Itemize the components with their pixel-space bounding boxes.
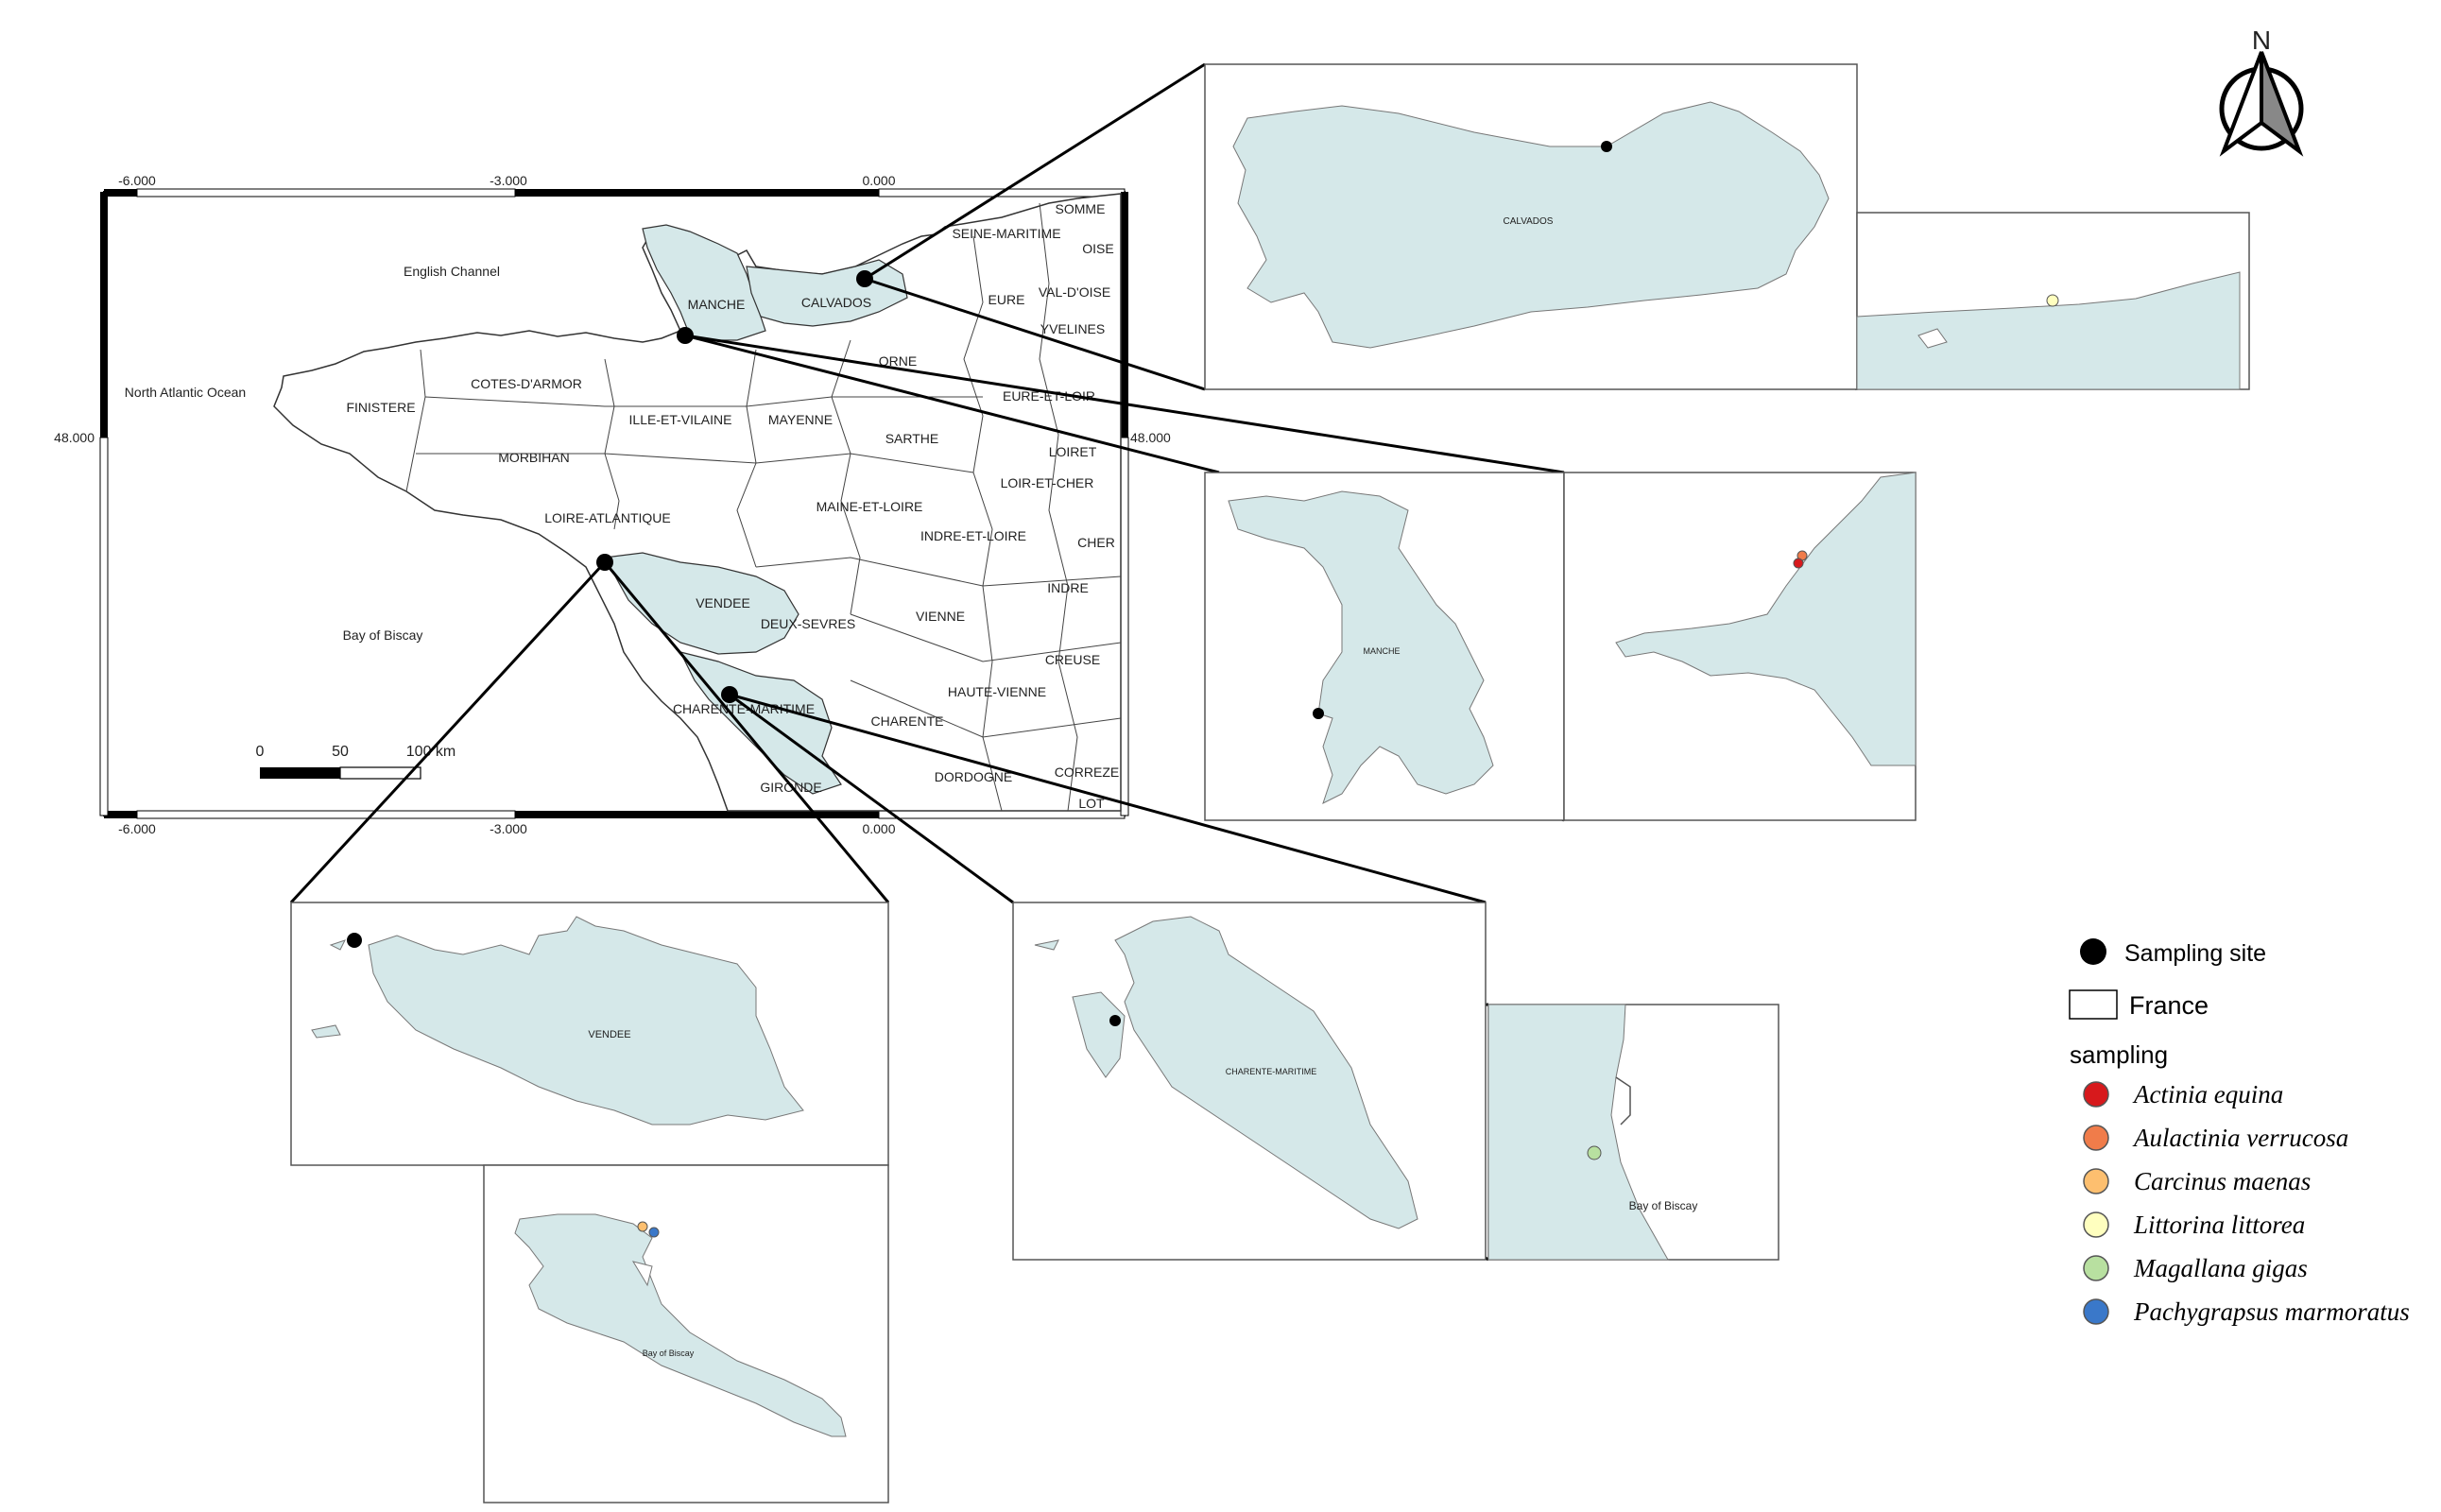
zoom-vendee-label: Bay of Biscay [643,1349,695,1358]
svg-text:DEUX-SEVRES: DEUX-SEVRES [761,616,855,631]
lon-label-bottom: -6.000 [118,821,156,836]
lat-label-left: 48.000 [54,430,95,445]
inset-calvados-site [1601,141,1612,152]
zoom-manche [1563,472,1917,821]
svg-text:CHARENTE-MARITIME: CHARENTE-MARITIME [673,701,815,716]
svg-text:ORNE: ORNE [879,353,917,369]
svg-text:CALVADOS: CALVADOS [801,295,871,310]
department-borders [405,202,1122,812]
zoom-charente: Bay of Biscay [1487,1004,1779,1261]
water-label-bay-of-biscay: Bay of Biscay [343,627,423,643]
water-label-english-channel: English Channel [404,264,500,279]
svg-text:DORDOGNE: DORDOGNE [935,769,1012,784]
zoom-calvados [1856,212,2250,390]
svg-text:MAINE-ET-LOIRE: MAINE-ET-LOIRE [817,499,923,514]
svg-text:MANCHE: MANCHE [688,297,746,312]
legend-species-symbol [2083,1081,2109,1108]
lon-label-bottom: -3.000 [490,821,527,836]
svg-text:EURE: EURE [988,292,1025,307]
water-label-atlantic: North Atlantic Ocean [125,385,246,400]
legend-species-symbol [2083,1211,2109,1238]
inset-vendee-site [347,933,362,948]
svg-text:HAUTE-VIENNE: HAUTE-VIENNE [948,684,1046,699]
legend-country-symbol [2069,989,2118,1020]
inset-charente-label: CHARENTE-MARITIME [1226,1067,1317,1076]
legend-species-label: Magallana gigas [2133,1254,2308,1282]
inset-charente: CHARENTE-MARITIME [1012,902,1487,1261]
svg-text:FINISTERE: FINISTERE [346,400,415,415]
manche-highlight [642,224,766,341]
department-labels: SOMME SEINE-MARITIME OISE MANCHE CALVADO… [346,201,1119,811]
legend-species-symbol [2083,1298,2109,1325]
zoom-calvados-sample [2046,294,2059,307]
svg-text:SOMME: SOMME [1056,201,1106,216]
zoom-vendee: Bay of Biscay [483,1164,889,1503]
legend-species-symbol [2083,1168,2109,1194]
north-arrow-icon: N [2219,26,2304,157]
svg-text:INDRE: INDRE [1047,580,1089,595]
legend-title: sampling [2070,1040,2168,1069]
lon-label-top: 0.000 [862,173,895,188]
legend-species-symbol [2083,1125,2109,1151]
svg-text:CHER: CHER [1077,535,1115,550]
svg-text:MAYENNE: MAYENNE [768,412,833,427]
north-arrow-label: N [2252,26,2271,55]
svg-text:SEINE-MARITIME: SEINE-MARITIME [952,226,1060,241]
legend-species-label: Actinia equina [2132,1080,2283,1108]
zoom-vendee-sample-2 [648,1227,660,1238]
main-map: -6.000 -3.000 0.000 -6.000 -3.000 0.000 … [54,173,1171,836]
svg-text:INDRE-ET-LOIRE: INDRE-ET-LOIRE [920,528,1026,543]
charente-maritime-highlight [679,651,842,795]
legend-site-label: Sampling site [2124,940,2266,967]
inset-calvados-label: CALVADOS [1504,216,1554,227]
svg-text:VIENNE: VIENNE [916,609,965,624]
zoom-vendee-sample-1 [637,1221,648,1232]
lon-label-bottom: 0.000 [862,821,895,836]
svg-text:MORBIHAN: MORBIHAN [498,450,569,465]
inset-calvados: CALVADOS [1204,63,1858,390]
svg-text:EURE-ET-LOIR: EURE-ET-LOIR [1003,388,1095,404]
svg-text:CORREZE: CORREZE [1055,765,1119,780]
inset-vendee-label: VENDEE [588,1029,630,1040]
svg-text:LOIRE-ATLANTIQUE: LOIRE-ATLANTIQUE [544,510,671,525]
svg-text:VAL-D'OISE: VAL-D'OISE [1039,284,1110,300]
svg-text:LOIR-ET-CHER: LOIR-ET-CHER [1001,475,1094,490]
scale-bar: 0 50 100 km [256,744,456,780]
svg-text:CHARENTE: CHARENTE [870,713,943,729]
legend-species-symbol [2083,1255,2109,1281]
scale-tick-50: 50 [332,744,349,760]
svg-text:CREUSE: CREUSE [1045,652,1100,667]
legend-species-label: Pachygrapsus marmoratus [2133,1297,2410,1326]
svg-text:ILLE-ET-VILAINE: ILLE-ET-VILAINE [629,412,732,427]
zoom-charente-label: Bay of Biscay [1629,1199,1698,1212]
zoom-charente-sample [1587,1145,1602,1160]
lon-label-top: -6.000 [118,173,156,188]
inset-manche: MANCHE [1204,472,1565,821]
svg-text:COTES-D'ARMOR: COTES-D'ARMOR [471,376,582,391]
france-land [273,193,1122,812]
svg-text:YVELINES: YVELINES [1040,321,1105,336]
legend-country-label: France [2129,991,2209,1020]
scale-tick-0: 0 [256,744,265,760]
legend-species-label: Littorina littorea [2133,1211,2305,1239]
legend-site-symbol [2080,938,2106,965]
inset-manche-site [1313,708,1324,719]
svg-text:LOT: LOT [1078,796,1105,811]
svg-text:LOIRET: LOIRET [1049,444,1097,459]
inset-vendee: VENDEE [290,902,889,1166]
legend: Sampling site France sampling Actinia eq… [2069,938,2410,1326]
legend-species-label: Carcinus maenas [2134,1167,2311,1195]
svg-text:VENDEE: VENDEE [696,595,750,610]
inset-manche-label: MANCHE [1363,646,1400,656]
lat-label-right: 48.000 [1130,430,1171,445]
inset-charente-site [1109,1015,1121,1026]
svg-text:SARTHE: SARTHE [885,431,939,446]
svg-text:OISE: OISE [1082,241,1113,256]
legend-species-label: Aulactinia verrucosa [2132,1124,2348,1152]
lon-label-top: -3.000 [490,173,527,188]
zoom-manche-sample-2 [1793,558,1804,569]
